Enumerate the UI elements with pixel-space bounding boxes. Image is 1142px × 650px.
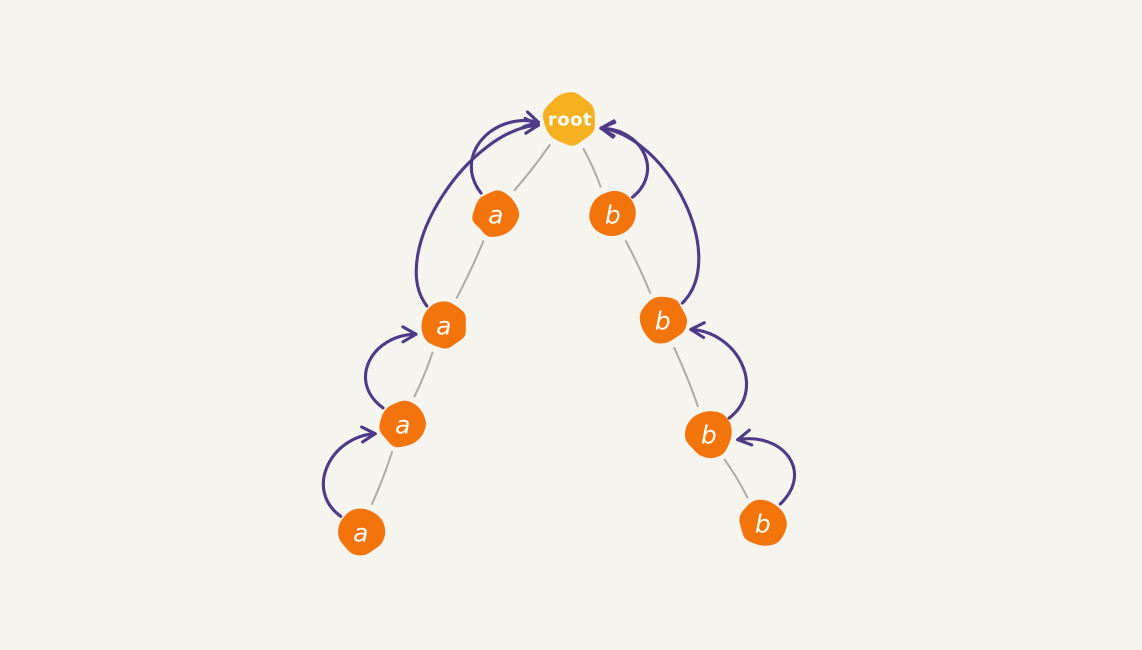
suffix-link-arrow bbox=[414, 123, 541, 308]
node-circle bbox=[589, 190, 636, 236]
tree-edge bbox=[624, 240, 652, 294]
tree-node-b2[interactable]: b bbox=[639, 296, 688, 344]
suffix-link-arrow bbox=[363, 332, 418, 410]
tree-edge bbox=[413, 351, 434, 398]
tree-node-a2[interactable]: a bbox=[421, 301, 466, 349]
tree-edge-layer bbox=[370, 144, 749, 505]
suffix-link-arrow bbox=[736, 437, 796, 506]
suffix-link-arrowhead bbox=[599, 119, 616, 138]
suffix-link-arrowhead bbox=[401, 325, 418, 344]
suffix-link-layer bbox=[321, 110, 796, 518]
suffix-link-arrow bbox=[599, 126, 701, 305]
suffix-link-arrow bbox=[689, 327, 749, 420]
tree-edge bbox=[455, 240, 485, 299]
tree-node-root[interactable]: root bbox=[542, 92, 595, 146]
suffix-link-arrowhead bbox=[736, 428, 754, 447]
node-circle bbox=[639, 296, 688, 344]
node-circle bbox=[739, 499, 787, 546]
suffix-link-arrow bbox=[599, 126, 650, 199]
tree-node-a4[interactable]: a bbox=[338, 508, 386, 556]
tree-node-a1[interactable]: a bbox=[472, 190, 520, 237]
node-circle bbox=[379, 400, 426, 448]
suffix-link-arrow bbox=[469, 119, 540, 195]
node-circle bbox=[421, 301, 466, 349]
suffix-link-arrowhead bbox=[689, 321, 706, 340]
tree-edge bbox=[513, 144, 551, 192]
node-circle bbox=[338, 508, 386, 556]
tree-node-b1[interactable]: b bbox=[589, 190, 636, 236]
tree-node-b4[interactable]: b bbox=[739, 499, 787, 546]
suffix-link-arrow bbox=[321, 432, 377, 518]
tree-edge bbox=[582, 148, 602, 188]
node-circle bbox=[472, 190, 520, 237]
tree-edge bbox=[370, 451, 394, 505]
tree-node-a3[interactable]: a bbox=[379, 400, 426, 448]
node-circle bbox=[685, 411, 732, 459]
tree-edge bbox=[723, 458, 749, 499]
suffix-link-arrowhead bbox=[360, 425, 377, 444]
tree-edge bbox=[673, 346, 699, 408]
tree-node-b3[interactable]: b bbox=[685, 411, 732, 459]
suffix-link-arrowhead bbox=[522, 110, 540, 129]
root-node-circle bbox=[542, 92, 595, 146]
